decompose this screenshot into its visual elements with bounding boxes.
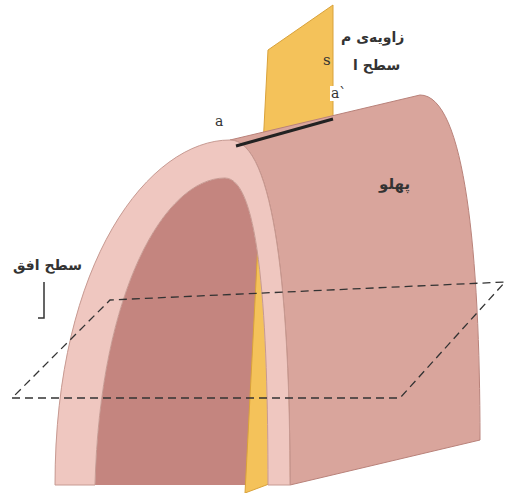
side-label: پهلو xyxy=(378,176,411,193)
ridge-line xyxy=(236,119,333,146)
plane-label: s xyxy=(322,52,332,69)
horizon-label: سطح افق xyxy=(12,258,83,273)
caption-text: زاویه‌ی م xyxy=(340,30,405,45)
point-label: a` xyxy=(330,86,347,101)
arch-front-face xyxy=(55,140,290,485)
caption-text: سطح ا xyxy=(352,58,401,73)
point-label: a xyxy=(214,114,224,129)
leader-line xyxy=(38,282,44,318)
horizontal-plane xyxy=(12,282,505,398)
